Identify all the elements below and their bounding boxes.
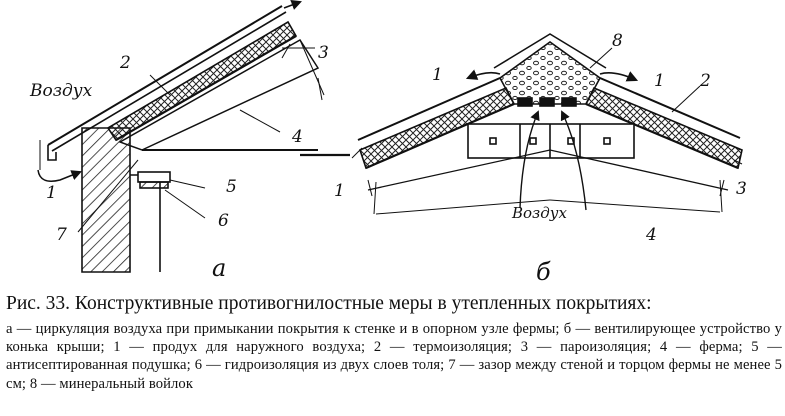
label-b-1-top: 1 [432, 65, 443, 85]
label-a-4: 4 [291, 127, 303, 147]
truss [118, 38, 320, 151]
label-b-3: 3 [736, 179, 747, 199]
figure-caption: Рис. 33. Конструктивные противогнилостны… [6, 292, 782, 393]
air-flow-arrow [37, 169, 82, 182]
label-a-5: 5 [226, 177, 237, 197]
panel-letter-b: б [536, 258, 551, 286]
label-b-8: 8 [612, 31, 623, 51]
air-flow-arrow-left [519, 110, 540, 209]
label-a-7: 7 [56, 225, 67, 245]
caption-title: Рис. 33. Конструктивные противогнилостны… [6, 293, 652, 314]
vapor-barrier [115, 35, 297, 141]
ridge-truss-block [467, 123, 635, 159]
roof-outer-line [47, 5, 283, 146]
caption-body: а — циркуляция воздуха при примыкании по… [6, 321, 782, 392]
label-a-3: 3 [318, 43, 329, 63]
wall [81, 127, 131, 273]
antiseptic-cushion [137, 171, 171, 183]
panel-a-drawing [37, 0, 350, 273]
mineral-felt [498, 41, 602, 105]
label-b-1-right: 1 [654, 71, 665, 91]
truss [367, 149, 729, 191]
label-a-1: 1 [46, 183, 57, 203]
air-label-b: Воздух [511, 204, 567, 222]
label-a-6: 6 [218, 211, 229, 231]
label-b-2: 2 [699, 71, 711, 91]
air-label-a: Воздух [29, 81, 93, 101]
label-a-2: 2 [119, 53, 131, 73]
waterproofing [139, 181, 169, 189]
figure-drawing: Воздух 1 2 3 4 5 6 7 а [29, 0, 747, 286]
roof-left-outer [357, 77, 501, 141]
roof-right-outer [599, 77, 741, 139]
panel-b-drawing [351, 33, 743, 215]
air-flow-arrow-right [560, 110, 587, 211]
panel-letter-a: а [212, 254, 226, 282]
label-b-4: 4 [645, 225, 657, 245]
label-b-1-left: 1 [334, 181, 345, 201]
